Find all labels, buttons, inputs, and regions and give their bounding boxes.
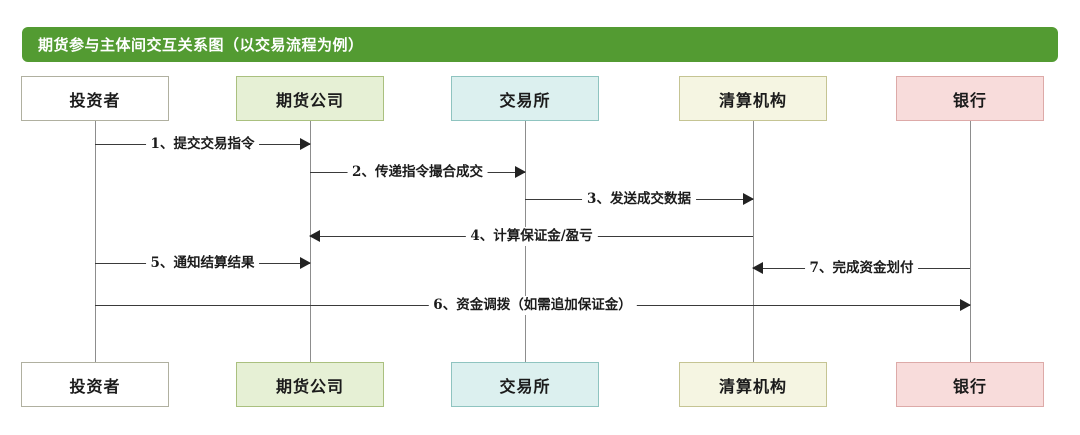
message-3[interactable]: 3、发送成交数据: [525, 190, 754, 210]
arrowhead-right-icon: [515, 166, 526, 178]
participant-bottom-p4[interactable]: 银行: [896, 362, 1044, 407]
lifeline-p0: [95, 121, 96, 362]
participant-label: 银行: [952, 376, 987, 396]
message-label: 5、通知结算结果: [145, 254, 260, 273]
message-label: 6、资金调拨（如需追加保证金）: [428, 296, 637, 315]
participant-label: 银行: [952, 90, 987, 110]
participant-label: 清算机构: [718, 90, 787, 110]
message-label: 2、传递指令撮合成交: [347, 163, 488, 182]
participant-label: 期货公司: [275, 376, 344, 396]
arrowhead-right-icon: [743, 193, 754, 205]
page-title: 期货参与主体间交互关系图（以交易流程为例）: [38, 36, 364, 54]
participant-label: 交易所: [499, 376, 551, 396]
message-6[interactable]: 7、完成资金划付: [752, 259, 970, 279]
message-5[interactable]: 5、通知结算结果: [95, 254, 311, 274]
message-label: 1、提交交易指令: [145, 135, 260, 154]
message-1[interactable]: 1、提交交易指令: [95, 135, 311, 155]
participant-bottom-p1[interactable]: 期货公司: [236, 362, 384, 407]
arrowhead-right-icon: [300, 257, 311, 269]
message-label: 3、发送成交数据: [582, 190, 696, 209]
message-4[interactable]: 4、计算保证金/盈亏: [309, 227, 753, 247]
participant-label: 交易所: [499, 90, 551, 110]
message-2[interactable]: 2、传递指令撮合成交: [310, 163, 526, 183]
diagram-title-bar: 期货参与主体间交互关系图（以交易流程为例）: [22, 27, 1058, 62]
participant-top-p4[interactable]: 银行: [896, 76, 1044, 121]
lifeline-p4: [970, 121, 971, 362]
participant-top-p0[interactable]: 投资者: [21, 76, 169, 121]
message-7[interactable]: 6、资金调拨（如需追加保证金）: [95, 296, 971, 316]
message-label: 7、完成资金划付: [804, 259, 919, 278]
participant-label: 清算机构: [718, 376, 787, 396]
lifeline-p3: [753, 121, 754, 362]
participant-top-p2[interactable]: 交易所: [451, 76, 599, 121]
arrowhead-right-icon: [960, 299, 971, 311]
participant-bottom-p3[interactable]: 清算机构: [679, 362, 827, 407]
arrowhead-right-icon: [300, 138, 311, 150]
arrowhead-left-icon: [309, 230, 320, 242]
participant-label: 投资者: [69, 90, 121, 110]
arrowhead-left-icon: [752, 262, 763, 274]
participant-label: 期货公司: [275, 90, 344, 110]
message-label: 4、计算保证金/盈亏: [465, 227, 598, 246]
participant-top-p1[interactable]: 期货公司: [236, 76, 384, 121]
participant-bottom-p2[interactable]: 交易所: [451, 362, 599, 407]
participant-top-p3[interactable]: 清算机构: [679, 76, 827, 121]
participant-bottom-p0[interactable]: 投资者: [21, 362, 169, 407]
participant-label: 投资者: [69, 376, 121, 396]
